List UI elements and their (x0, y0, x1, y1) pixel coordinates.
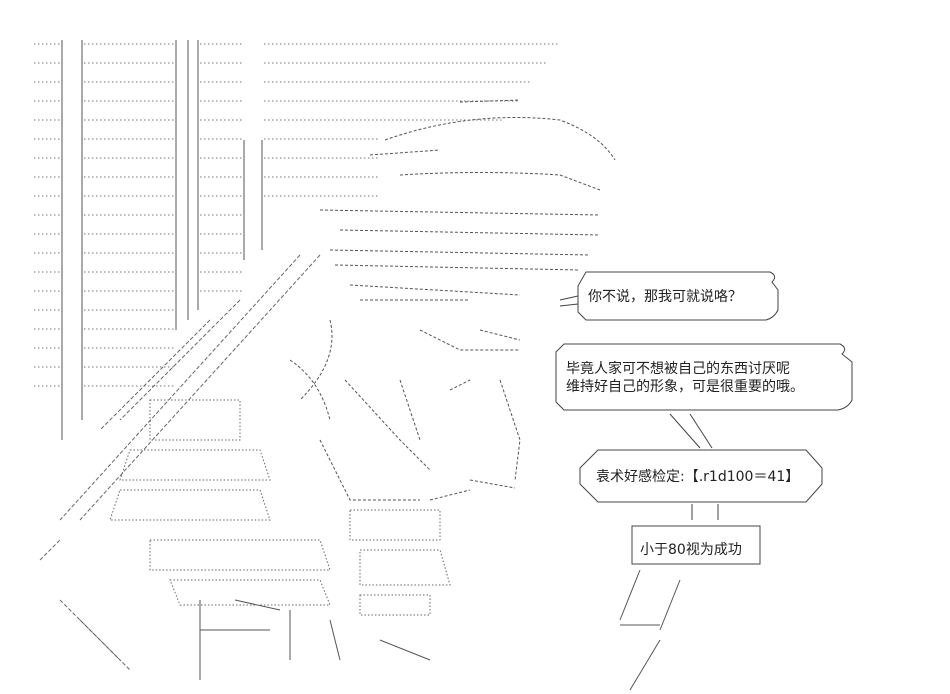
dialogue-line-3: 维持好自己的形象，可是很重要的哦。 (566, 379, 804, 395)
shelf-background (34, 43, 560, 387)
bubble-tail-1 (559, 295, 579, 307)
diagonal-strokes (39, 254, 321, 671)
dialogue-line-2: 毕竟人家可不想被自己的东西讨厌呢 (566, 361, 790, 377)
speech-bubble-1 (577, 271, 779, 321)
speech-bubble-2 (555, 343, 853, 411)
result-box (631, 525, 761, 565)
character-figure (289, 99, 616, 501)
success-condition-text: 小于80视为成功 (640, 542, 742, 558)
robe-outline (199, 569, 681, 691)
bubble-connectors (669, 413, 719, 520)
robe-pattern (109, 399, 451, 616)
check-hexagon (579, 449, 823, 503)
shelf-posts (61, 40, 263, 440)
dialogue-line-1: 你不说，那我可就说咯？ (588, 289, 742, 305)
affection-check-text: 袁术好感检定:【.r1d100＝41】 (596, 469, 800, 485)
